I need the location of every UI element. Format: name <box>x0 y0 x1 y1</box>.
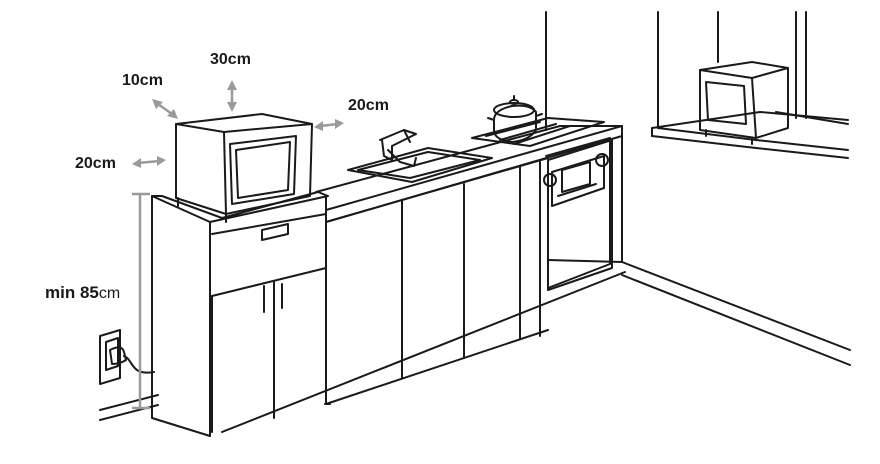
oven <box>543 137 611 289</box>
sill-microwave <box>699 61 789 145</box>
arrow-back-icon <box>152 99 178 119</box>
min-height-value: min 85 <box>45 283 99 302</box>
arrow-left-icon <box>132 156 166 168</box>
room-walls <box>99 11 851 433</box>
back-clearance-label: 10cm <box>122 72 163 89</box>
window <box>651 11 849 159</box>
microwave-cabinet <box>151 191 329 437</box>
wall-socket <box>99 329 155 385</box>
right-clearance-label: 20cm <box>348 97 389 114</box>
worktop <box>315 125 623 223</box>
microwave <box>175 113 313 223</box>
clearance-arrows <box>132 80 344 410</box>
height-dimension-icon <box>132 192 150 410</box>
left-clearance-label: 20cm <box>75 155 116 172</box>
top-clearance-label: 30cm <box>210 51 251 68</box>
min-height-label: min 85cm <box>45 284 120 302</box>
arrow-right-icon <box>314 119 344 131</box>
sink <box>347 129 493 183</box>
arrow-top-icon <box>227 80 237 112</box>
hob <box>471 95 605 147</box>
min-height-unit: cm <box>98 285 121 302</box>
